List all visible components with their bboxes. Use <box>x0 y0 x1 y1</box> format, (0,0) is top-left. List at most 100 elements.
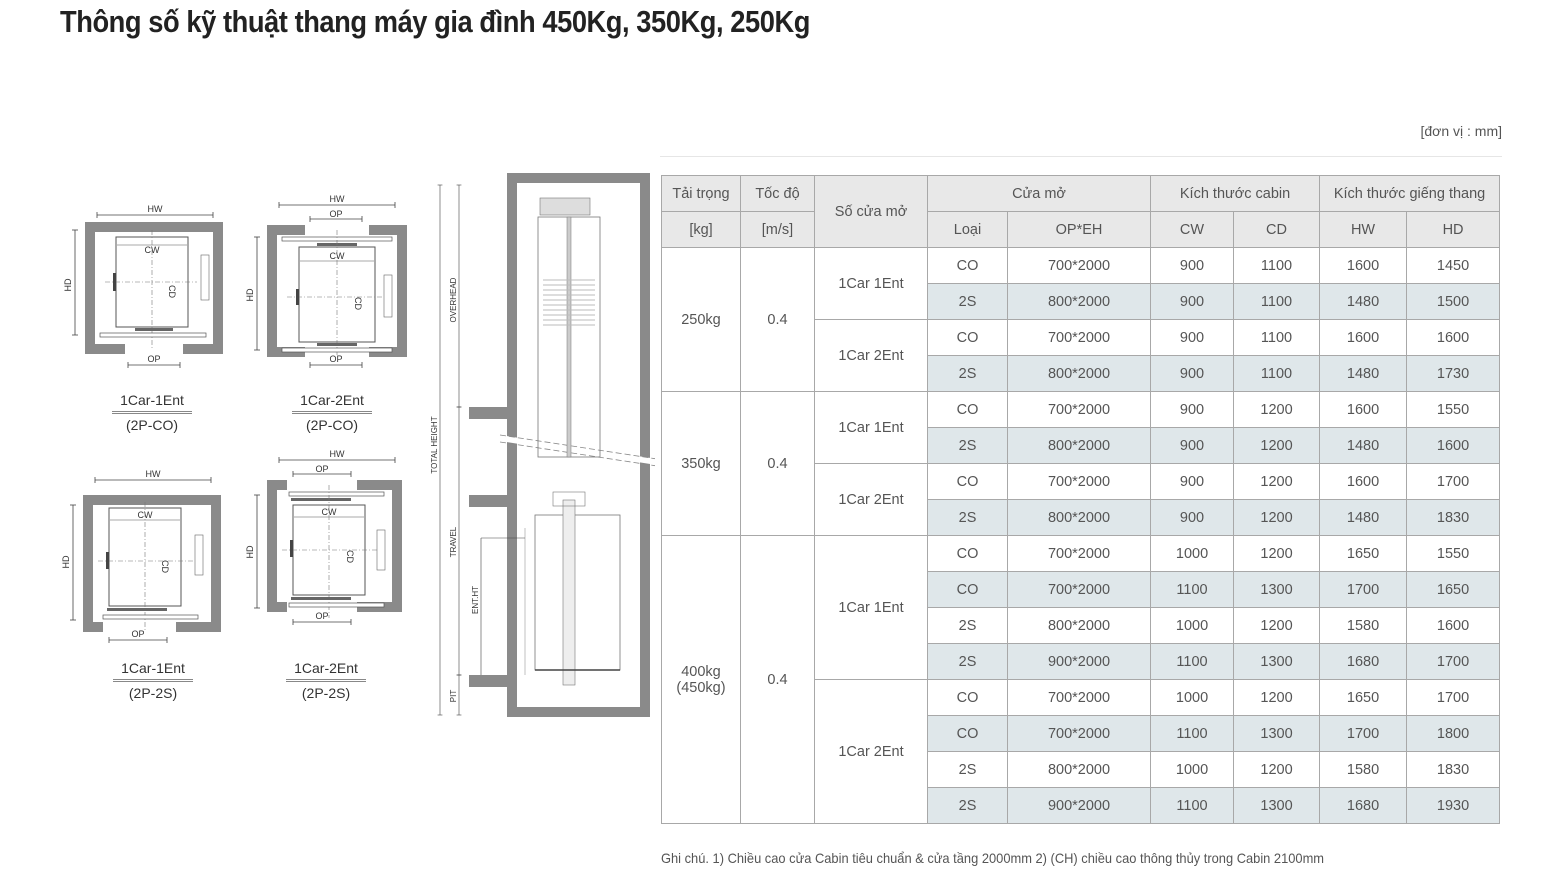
type-cell: CO <box>927 319 1008 356</box>
floor-plan-and-section-diagram: HW CW CD OP HD HW OP <box>61 173 658 717</box>
svg-text:OP: OP <box>329 209 342 219</box>
divider <box>660 156 1502 157</box>
op-eh-cell: 700*2000 <box>1006 391 1152 428</box>
svg-text:TRAVEL: TRAVEL <box>449 526 458 557</box>
svg-text:HD: HD <box>61 555 71 568</box>
plan-caption-4: 1Car-2Ent (2P-2S) <box>266 660 386 701</box>
plan-caption-3: 1Car-1Ent (2P-2S) <box>93 660 213 701</box>
header-door-open: Cửa mở <box>926 175 1152 212</box>
cw-cell: 1100 <box>1150 787 1235 824</box>
plan-1car-2ent-co: HW OP CW CD OP HD <box>245 194 407 369</box>
table-row: CO 700*2000 1100 1300 1700 1650 <box>662 571 1501 608</box>
cd-cell: 1200 <box>1233 463 1321 500</box>
svg-text:CD: CD <box>353 297 363 310</box>
svg-text:HW: HW <box>146 469 161 479</box>
cd-cell: 1100 <box>1233 247 1321 284</box>
op-eh-cell: 700*2000 <box>1006 715 1152 752</box>
type-cell: CO <box>927 391 1008 428</box>
table-row: 400kg (450kg) 0.4 1Car 1Ent CO 700*2000 … <box>661 535 1501 824</box>
svg-text:HW: HW <box>330 449 345 459</box>
hd-cell: 1700 <box>1406 679 1501 716</box>
spec-table: Tải trọng Tốc độ Số cửa mở Cửa mở Kích t… <box>661 175 1501 824</box>
cd-cell: 1200 <box>1233 607 1321 644</box>
header-speed: Tốc độ <box>740 175 815 212</box>
table-row: 2S 800*2000 1000 1200 1580 1600 <box>662 607 1501 644</box>
load-cell: 400kg (450kg) <box>661 535 741 824</box>
header-hd: HD <box>1406 211 1501 248</box>
cw-cell: 900 <box>1150 355 1235 392</box>
hw-cell: 1600 <box>1319 391 1408 428</box>
hw-cell: 1480 <box>1319 427 1408 464</box>
op-eh-cell: 800*2000 <box>1006 283 1152 320</box>
doors-cell: 1Car 2Ent <box>814 463 928 536</box>
cw-cell: 1000 <box>1150 535 1235 572</box>
hw-cell: 1680 <box>1319 643 1408 680</box>
table-row: CO 700*2000 1100 1300 1700 1800 <box>662 715 1501 752</box>
hw-cell: 1480 <box>1319 283 1408 320</box>
table-row: 2S 800*2000 900 1200 1480 1830 <box>662 499 1501 536</box>
table-row: 2S 900*2000 1100 1300 1680 1930 <box>662 787 1501 824</box>
op-eh-cell: 700*2000 <box>1006 463 1152 500</box>
cw-cell: 1100 <box>1150 643 1235 680</box>
doors-cell: 1Car 1Ent <box>814 535 928 680</box>
hw-cell: 1700 <box>1319 571 1408 608</box>
op-eh-cell: 900*2000 <box>1006 643 1152 680</box>
op-eh-cell: 800*2000 <box>1006 355 1152 392</box>
table-row: 2S 800*2000 900 1200 1480 1600 <box>662 427 1501 464</box>
type-cell: 2S <box>927 427 1008 464</box>
header-shaft-size: Kích thước giếng thang <box>1319 175 1501 212</box>
op-eh-cell: 800*2000 <box>1006 751 1152 788</box>
op-eh-cell: 900*2000 <box>1006 787 1152 824</box>
cw-cell: 1100 <box>1150 715 1235 752</box>
cw-cell: 900 <box>1150 463 1235 500</box>
hd-cell: 1600 <box>1406 427 1501 464</box>
type-cell: 2S <box>927 607 1008 644</box>
svg-text:OP: OP <box>147 354 160 364</box>
cd-cell: 1300 <box>1233 715 1321 752</box>
cw-cell: 900 <box>1150 247 1235 284</box>
cw-cell: 900 <box>1150 283 1235 320</box>
cd-cell: 1300 <box>1233 643 1321 680</box>
cd-cell: 1200 <box>1233 751 1321 788</box>
cw-cell: 900 <box>1150 319 1235 356</box>
hd-cell: 1550 <box>1406 535 1501 572</box>
type-cell: CO <box>927 571 1008 608</box>
header-doors: Số cửa mở <box>814 175 928 248</box>
hd-cell: 1550 <box>1406 391 1501 428</box>
header-cabin-size: Kích thước cabin <box>1150 175 1321 212</box>
type-cell: 2S <box>927 643 1008 680</box>
svg-text:OP: OP <box>329 354 342 364</box>
cd-cell: 1200 <box>1233 499 1321 536</box>
hw-cell: 1480 <box>1319 355 1408 392</box>
type-cell: 2S <box>927 751 1008 788</box>
svg-text:OP: OP <box>131 629 144 639</box>
cw-cell: 1000 <box>1150 751 1235 788</box>
hw-cell: 1650 <box>1319 535 1408 572</box>
cd-cell: 1100 <box>1233 319 1321 356</box>
svg-text:TOTAL HEIGHT: TOTAL HEIGHT <box>430 416 439 473</box>
hd-cell: 1730 <box>1406 355 1501 392</box>
unit-note: [đơn vị : mm] <box>1420 123 1502 139</box>
table-row: 250kg 0.4 1Car 1Ent CO 700*2000 900 1100… <box>661 247 1501 392</box>
svg-text:HD: HD <box>245 545 255 558</box>
hd-cell: 1930 <box>1406 787 1501 824</box>
table-row: 1Car 2Ent CO 700*2000 1000 1200 1650 170… <box>662 679 1501 824</box>
cd-cell: 1100 <box>1233 283 1321 320</box>
hd-cell: 1830 <box>1406 751 1501 788</box>
cw-cell: 1100 <box>1150 571 1235 608</box>
table-row: 2S 800*2000 900 1100 1480 1730 <box>662 355 1501 392</box>
table-row: 1Car 2Ent CO 700*2000 900 1200 1600 1700 <box>662 463 1501 536</box>
type-cell: 2S <box>927 283 1008 320</box>
header-cw: CW <box>1150 211 1235 248</box>
svg-text:OP: OP <box>315 464 328 474</box>
hw-cell: 1580 <box>1319 607 1408 644</box>
op-eh-cell: 800*2000 <box>1006 427 1152 464</box>
hd-cell: 1600 <box>1406 319 1501 356</box>
table-row: 2S 800*2000 1000 1200 1580 1830 <box>662 751 1501 788</box>
hw-cell: 1480 <box>1319 499 1408 536</box>
cd-cell: 1100 <box>1233 355 1321 392</box>
svg-text:CD: CD <box>160 560 170 573</box>
header-op-eh: OP*EH <box>1006 211 1152 248</box>
header-hw: HW <box>1319 211 1408 248</box>
cw-cell: 1000 <box>1150 607 1235 644</box>
